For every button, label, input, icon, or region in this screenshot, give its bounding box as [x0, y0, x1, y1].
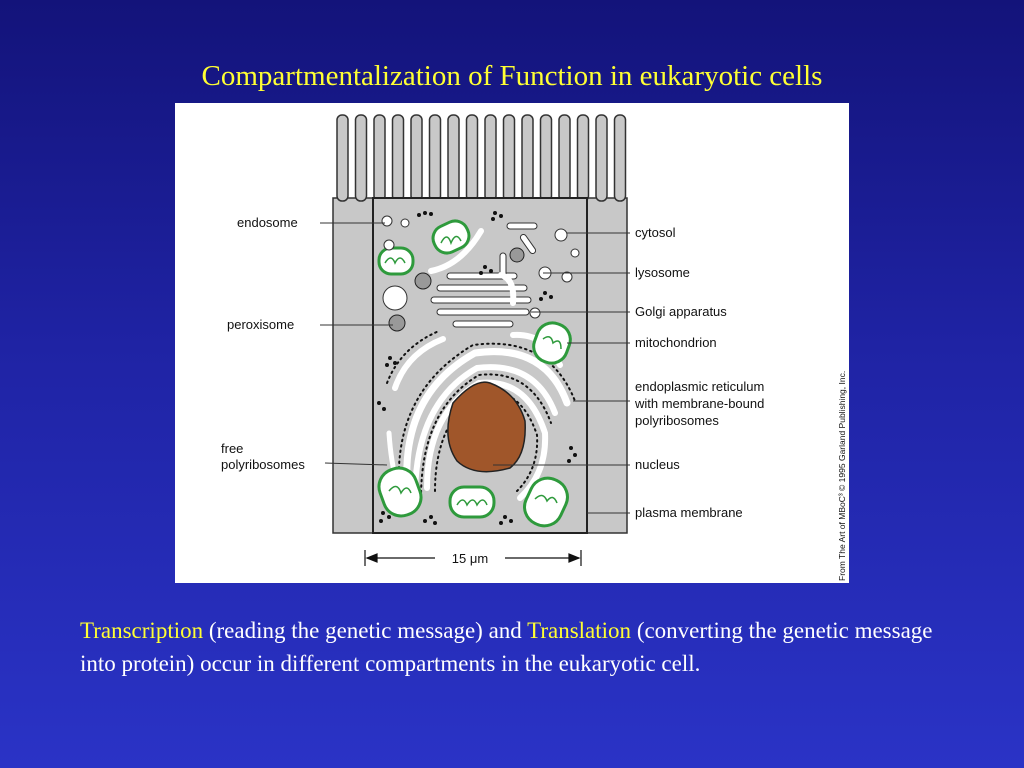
slide-title: Compartmentalization of Function in euka… [201, 60, 823, 92]
label-er-line3: polyribosomes [635, 413, 719, 428]
microvillus [336, 114, 349, 202]
scale-bar [364, 550, 582, 566]
microvillus [447, 114, 460, 202]
figure-credit: From The Art of MBoC³ © 1995 Garland Pub… [837, 371, 847, 581]
microvilli [336, 114, 627, 202]
er-ribosomes [386, 330, 576, 499]
label-peroxisome: peroxisome [227, 317, 294, 332]
label-free-polyribosomes-line1: free [221, 441, 243, 456]
label-free-polyribosomes-line2: polyribosomes [221, 457, 305, 472]
cell-diagram: endosome peroxisome free polyribosomes c… [175, 103, 849, 583]
microvillus [428, 114, 442, 202]
microvillus [502, 114, 516, 202]
leader-lines [320, 222, 630, 514]
microvillus [484, 114, 497, 202]
caption-transcription: Transcription [80, 618, 204, 643]
caption: Transcription (reading the genetic messa… [80, 614, 960, 680]
label-plasma-membrane: plasma membrane [635, 505, 743, 520]
caption-text-2: (converting the genetic message into pro… [80, 618, 933, 676]
microvillus [391, 114, 405, 202]
label-nucleus: nucleus [635, 457, 680, 472]
label-golgi-apparatus: Golgi apparatus [635, 304, 727, 319]
microvillus [465, 114, 479, 202]
scale-bar-label: 15 μm [452, 551, 488, 566]
microvillus [558, 114, 571, 202]
peroxisomes [388, 247, 525, 332]
microvillus [410, 114, 423, 202]
vesicles [381, 215, 580, 319]
microvillus [521, 114, 534, 202]
mitochondria [377, 219, 572, 528]
label-lysosome: lysosome [635, 265, 690, 280]
microvillus [373, 114, 386, 202]
mitochondria-cristae [384, 235, 562, 507]
nucleus [447, 381, 526, 473]
microvillus [539, 114, 553, 202]
label-endosome: endosome [237, 215, 298, 230]
label-er-line1: endoplasmic reticulum [635, 379, 764, 394]
label-cytosol: cytosol [635, 225, 676, 240]
neighbor-cell-right [586, 197, 628, 534]
microvillus [595, 114, 608, 202]
label-er-line2: with membrane-bound [634, 396, 764, 411]
caption-translation: Translation [527, 618, 632, 643]
endosome-tubules [428, 228, 517, 306]
caption-text-1: (reading the genetic message) and [203, 618, 528, 643]
microvillus [576, 114, 590, 202]
microvillus [613, 114, 627, 202]
free-polyribosomes [377, 211, 577, 525]
neighbor-cell-left [332, 197, 374, 534]
label-mitochondrion: mitochondrion [635, 335, 717, 350]
microvillus [354, 114, 368, 202]
